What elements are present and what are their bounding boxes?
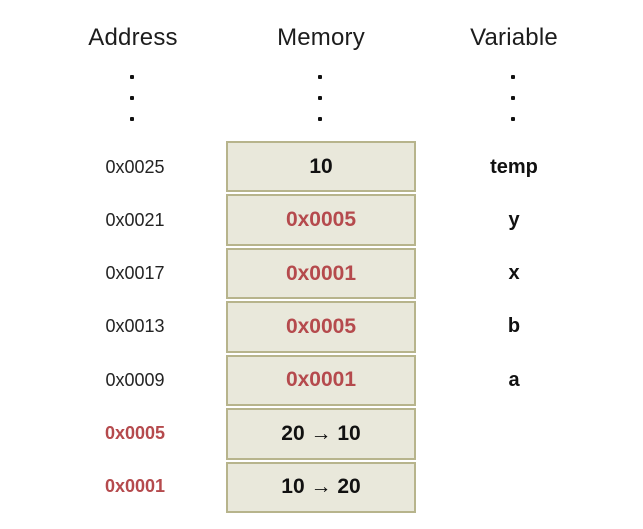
variable-label: x — [508, 262, 520, 285]
variable-column-header: Variable — [470, 24, 558, 51]
variable-label: y — [508, 209, 520, 232]
ellipsis-dots-variable — [511, 75, 515, 121]
variable-label-empty — [440, 407, 588, 460]
memory-table: 10 0x0005 0x0001 0x0005 0x0001 20 → 10 1… — [226, 141, 416, 513]
memory-cell-pointer-value: 0x0005 — [226, 194, 416, 246]
memory-cell: 10 — [226, 141, 416, 193]
memory-cell-pointer-value: 0x0005 — [226, 301, 416, 353]
variable-label: temp — [490, 156, 538, 179]
memory-cell-pointer-value: 0x0001 — [226, 247, 416, 300]
address-column-header: Address — [88, 24, 178, 51]
address-label: 0x0021 — [105, 210, 165, 231]
variable-label: a — [508, 368, 520, 391]
variable-label: b — [507, 315, 521, 338]
address-column: 0x0025 0x0021 0x0017 0x0013 0x0009 0x000… — [60, 141, 210, 513]
address-label-highlighted: 0x0001 — [104, 475, 166, 496]
variable-label-empty — [440, 460, 588, 513]
ellipsis-dots-memory — [318, 75, 322, 121]
memory-cell-value-change: 20 → 10 — [226, 408, 416, 460]
memory-cell-value-change: 10 → 20 — [226, 461, 416, 513]
address-label: 0x0013 — [105, 316, 165, 337]
address-label: 0x0009 — [105, 369, 165, 390]
ellipsis-dots-address — [130, 75, 134, 121]
address-label: 0x0017 — [105, 263, 165, 284]
memory-cell-pointer-value: 0x0001 — [226, 354, 416, 407]
address-label: 0x0025 — [105, 157, 165, 178]
variable-column: temp y x b a — [440, 141, 588, 513]
address-label-highlighted: 0x0005 — [104, 422, 166, 443]
memory-column-header: Memory — [277, 24, 365, 51]
